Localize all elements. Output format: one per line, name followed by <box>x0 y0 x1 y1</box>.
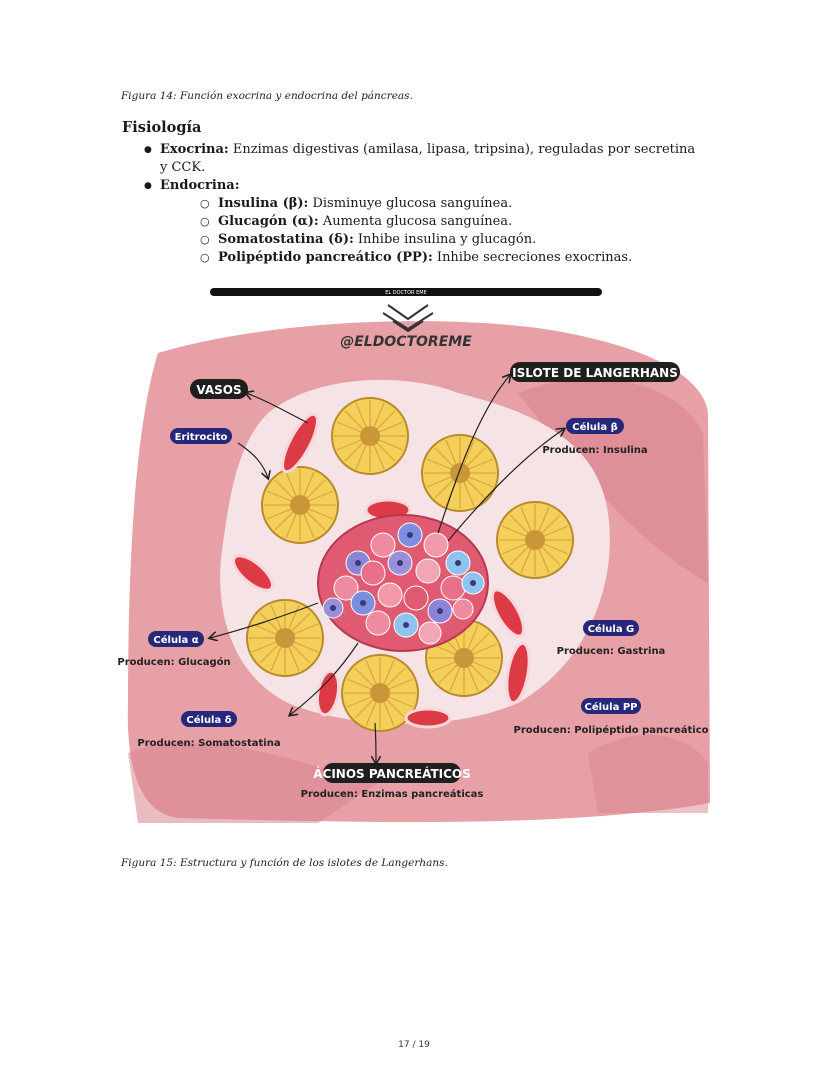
section-title: Fisiología <box>122 119 202 136</box>
svg-text:Eritrocito: Eritrocito <box>175 432 228 443</box>
hormone-text: Disminuye glucosa sanguínea. <box>308 196 513 211</box>
brand-logo-icon <box>382 304 434 333</box>
svg-text:Producen: Insulina: Producen: Insulina <box>542 445 647 456</box>
hormone-text: Aumenta glucosa sanguínea. <box>318 214 513 229</box>
label-acinos: ÁCINOS PANCREÁTICOS Producen: Enzimas pa… <box>301 763 484 800</box>
figure-15-caption: Figura 15: Estructura y función de los i… <box>121 857 448 869</box>
tissue-fold <box>588 734 708 813</box>
svg-text:Célula β: Célula β <box>572 421 617 433</box>
svg-text:Producen: Enzimas pancreáticas: Producen: Enzimas pancreáticas <box>301 788 484 800</box>
hormone-label: Insulina (β): <box>218 196 309 211</box>
svg-text:Producen: Polipéptido pancreát: Producen: Polipéptido pancreático <box>513 724 708 736</box>
exocrina-text: Enzimas digestivas (amilasa, lipasa, tri… <box>160 142 696 175</box>
hormone-list: Insulina (β): Disminuye glucosa sanguíne… <box>160 195 702 267</box>
islet-cell-nuclei <box>330 532 476 628</box>
svg-text:Producen: Glucagón: Producen: Glucagón <box>118 656 231 668</box>
hormone-item: Polipéptido pancreático (PP): Inhibe sec… <box>200 249 702 267</box>
label-islote: ISLOTE DE LANGERHANS <box>510 362 680 382</box>
banner-bar <box>210 288 602 296</box>
label-celula-delta: Célula δ Producen: Somatostatina <box>137 711 281 749</box>
acinus <box>496 501 574 579</box>
label-celula-g: Célula G Producen: Gastrina <box>557 620 666 657</box>
islet-illustration: EL DOCTOR EME @ELDOCTOREME <box>118 283 710 828</box>
exocrina-label: Exocrina: <box>160 142 229 157</box>
svg-text:VASOS: VASOS <box>196 383 241 397</box>
hormone-item: Insulina (β): Disminuye glucosa sanguíne… <box>200 195 702 213</box>
figure-14-caption: Figura 14: Función exocrina y endocrina … <box>121 90 413 102</box>
banner-text: EL DOCTOR EME <box>385 290 427 296</box>
acinus <box>331 397 409 475</box>
svg-text:ISLOTE DE LANGERHANS: ISLOTE DE LANGERHANS <box>512 366 678 380</box>
hormone-label: Glucagón (α): <box>218 214 319 229</box>
hormone-text: Inhibe secreciones exocrinas. <box>432 250 633 265</box>
arrows <box>210 375 564 763</box>
svg-text:Célula α: Célula α <box>153 634 198 646</box>
hormone-item: Glucagón (α): Aumenta glucosa sanguínea. <box>200 213 702 231</box>
label-vasos: VASOS <box>190 379 248 399</box>
tissue-fold <box>128 742 378 823</box>
svg-text:ÁCINOS PANCREÁTICOS: ÁCINOS PANCREÁTICOS <box>313 766 471 781</box>
acinus <box>246 599 324 677</box>
acinus <box>261 466 339 544</box>
hormone-label: Somatostatina (δ): <box>218 232 354 247</box>
islet-cells <box>322 522 485 645</box>
label-celula-pp: Célula PP Producen: Polipéptido pancreát… <box>513 698 709 736</box>
label-celula-beta: Célula β Producen: Insulina <box>542 418 648 456</box>
hormone-text: Inhibe insulina y glucagón. <box>353 232 537 247</box>
handle-text: @ELDOCTOREME <box>340 334 472 350</box>
svg-text:Célula PP: Célula PP <box>585 701 638 713</box>
svg-text:Célula δ: Célula δ <box>186 714 231 726</box>
physiology-list: Exocrina: Enzimas digestivas (amilasa, l… <box>142 141 702 267</box>
hormone-item: Somatostatina (δ): Inhibe insulina y glu… <box>200 231 702 249</box>
list-item-endocrina: Endocrina: Insulina (β): Disminuye gluco… <box>142 177 702 267</box>
label-eritrocito: Eritrocito <box>170 428 232 444</box>
svg-text:Célula G: Célula G <box>588 623 635 635</box>
svg-text:Producen: Somatostatina: Producen: Somatostatina <box>137 738 280 749</box>
svg-text:Producen: Gastrina: Producen: Gastrina <box>557 646 666 657</box>
endocrina-label: Endocrina: <box>160 178 240 193</box>
label-celula-alpha: Célula α Producen: Glucagón <box>118 631 231 668</box>
hormone-label: Polipéptido pancreático (PP): <box>218 250 433 265</box>
list-item-exocrina: Exocrina: Enzimas digestivas (amilasa, l… <box>142 141 702 177</box>
page-number: 17 / 19 <box>398 1040 430 1050</box>
acinus <box>421 434 499 512</box>
